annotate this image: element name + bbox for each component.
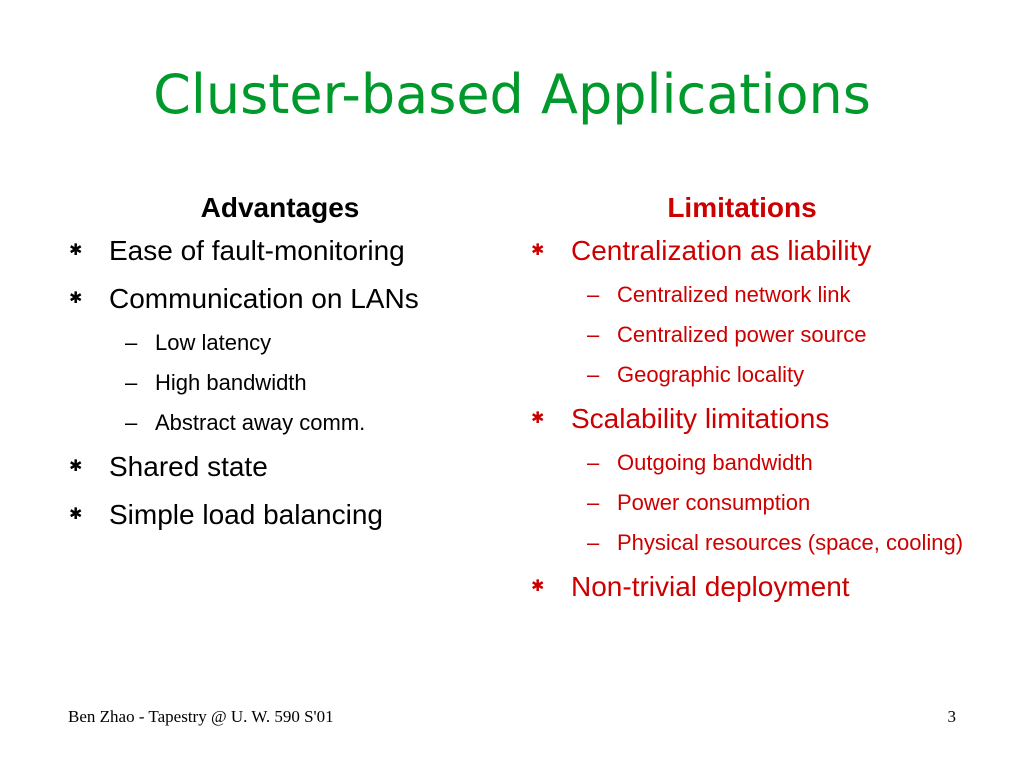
advantages-sub-bullet-text: High bandwidth xyxy=(155,370,307,395)
dash-bullet-icon: – xyxy=(125,330,138,355)
limitations-bullet: ✱ Non-trivial deployment xyxy=(527,570,987,604)
limitations-bullet-text: Scalability limitations xyxy=(571,403,830,434)
limitations-heading: Limitations xyxy=(667,192,817,223)
dash-bullet-icon: – xyxy=(587,282,600,307)
limitations-column: Limitations ✱ Centralization as liability… xyxy=(527,186,987,604)
limitations-sub-bullet-text: Power consumption xyxy=(617,490,811,515)
limitations-bullet-text: Centralization as liability xyxy=(571,235,872,266)
bullet-asterisk-icon: ✱ xyxy=(69,458,83,475)
dash-bullet-icon: – xyxy=(125,370,138,395)
bullet-asterisk-icon: ✱ xyxy=(531,242,545,259)
dash-bullet-icon: – xyxy=(587,450,600,475)
bullet-asterisk-icon: ✱ xyxy=(69,290,83,307)
advantages-sub-bullet-text: Abstract away comm. xyxy=(155,410,366,435)
limitations-list: ✱Centralization as liability–Centralized… xyxy=(527,234,987,604)
advantages-sub-bullet-text: Low latency xyxy=(155,330,272,355)
limitations-sub-bullet: –Physical resources (space, cooling) xyxy=(527,530,987,556)
advantages-bullet: ✱ Shared state xyxy=(65,450,505,484)
advantages-column: Advantages ✱ Ease of fault-monitoring ✱ Com… xyxy=(65,186,505,532)
footer-text: Ben Zhao - Tapestry @ U. W. 590 S'01 xyxy=(68,707,334,726)
advantages-bullet-text: Simple load balancing xyxy=(109,499,383,530)
dash-bullet-icon: – xyxy=(587,530,600,555)
limitations-sub-bullet: –Centralized power source xyxy=(527,322,987,348)
advantages-sub-bullet: –Abstract away comm. xyxy=(65,410,505,436)
limitations-sub-bullet-text: Outgoing bandwidth xyxy=(617,450,813,475)
limitations-sub-bullet-text: Physical resources (space, cooling) xyxy=(617,530,964,555)
slide-title: Cluster-based Applications xyxy=(153,63,871,126)
limitations-bullet-text: Non-trivial deployment xyxy=(571,571,850,602)
advantages-bullet: ✱ Simple load balancing xyxy=(65,498,505,532)
advantages-bullet: ✱ Ease of fault-monitoring xyxy=(65,234,505,268)
page-number: 3 xyxy=(947,707,957,726)
dash-bullet-icon: – xyxy=(587,322,600,347)
limitations-sub-bullet-text: Geographic locality xyxy=(617,362,805,387)
advantages-list: ✱ Ease of fault-monitoring ✱ Communication … xyxy=(65,234,505,532)
limitations-sub-bullet-text: Centralized power source xyxy=(617,322,867,347)
advantages-sub-bullet: –High bandwidth xyxy=(65,370,505,396)
advantages-bullet-text: Communication on LANs xyxy=(109,283,419,314)
advantages-bullet: ✱ Communication on LANs xyxy=(65,282,505,316)
dash-bullet-icon: – xyxy=(587,362,600,387)
advantages-bullet-text: Ease of fault-monitoring xyxy=(109,235,405,266)
bullet-asterisk-icon: ✱ xyxy=(69,506,83,523)
limitations-sub-bullet: –Power consumption xyxy=(527,490,987,516)
dash-bullet-icon: – xyxy=(125,410,138,435)
dash-bullet-icon: – xyxy=(587,490,600,515)
limitations-sub-bullet: –Geographic locality xyxy=(527,362,987,388)
limitations-sub-bullet: –Centralized network link xyxy=(527,282,987,308)
bullet-asterisk-icon: ✱ xyxy=(69,242,83,259)
advantages-bullet-text: Shared state xyxy=(109,451,268,482)
advantages-heading: Advantages xyxy=(200,192,360,223)
limitations-bullet: ✱ Centralization as liability xyxy=(527,234,987,268)
limitations-bullet: ✱ Scalability limitations xyxy=(527,402,987,436)
bullet-asterisk-icon: ✱ xyxy=(531,410,545,427)
bullet-asterisk-icon: ✱ xyxy=(531,578,545,595)
limitations-sub-bullet-text: Centralized network link xyxy=(617,282,851,307)
advantages-sub-bullet: –Low latency xyxy=(65,330,505,356)
limitations-sub-bullet: –Outgoing bandwidth xyxy=(527,450,987,476)
